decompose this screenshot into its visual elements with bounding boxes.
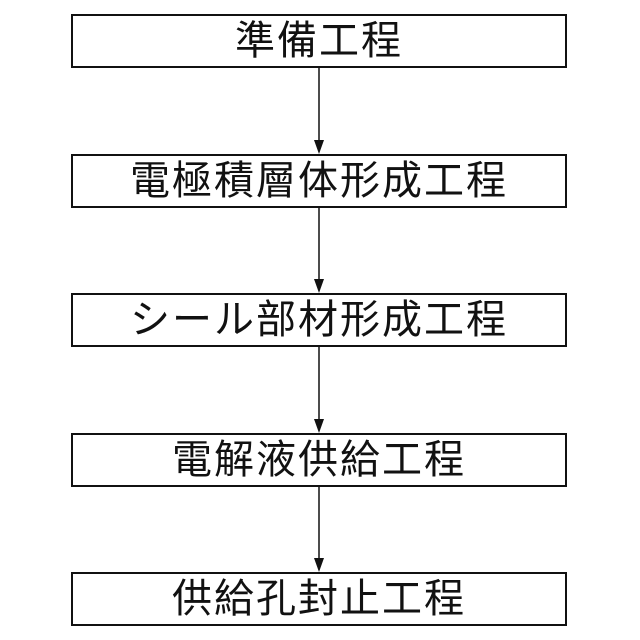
arrowhead-4-to-5	[314, 558, 324, 572]
arrowhead-2-to-3	[314, 279, 324, 293]
arrowhead-1-to-2	[314, 140, 324, 154]
arrowhead-3-to-4	[314, 419, 324, 433]
